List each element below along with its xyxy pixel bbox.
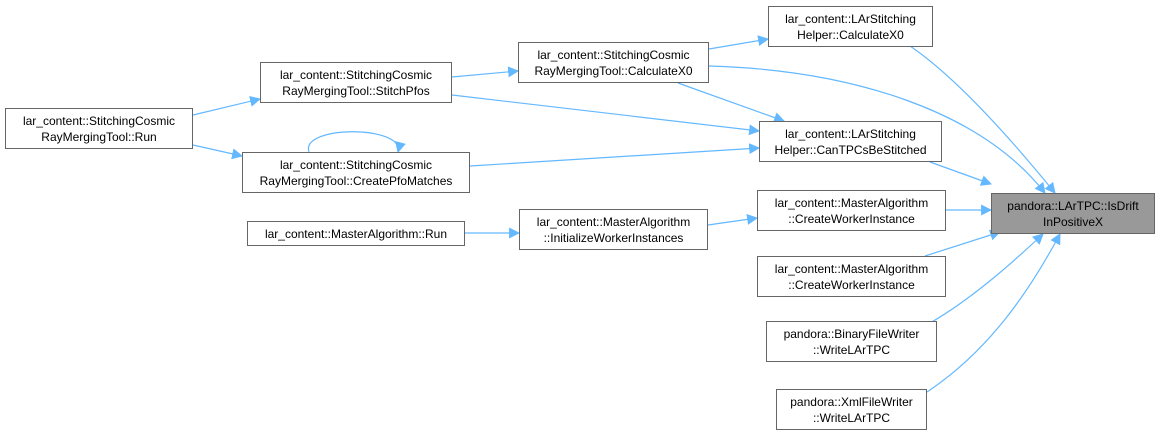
edge-createworker2-to-isdrift xyxy=(924,229,1002,257)
node-label-line-1: lar_content::StitchingCosmic xyxy=(22,113,176,128)
node-label-line-1: lar_content::LArStitching xyxy=(785,11,916,26)
node-masteralgorithm-createworkerinstance-2[interactable]: lar_content::MasterAlgorithm ::CreateWor… xyxy=(757,256,946,297)
node-stitchingcosmicraymergingtool-stitchpfos[interactable]: lar_content::StitchingCosmic RayMergingT… xyxy=(260,62,452,103)
edge-stitchpfos-to-calculatex0-tool xyxy=(451,66,520,78)
node-label-line-1: pandora::XmlFileWriter xyxy=(790,394,913,409)
node-label-line-2: ::WriteLArTPC xyxy=(812,342,891,357)
node-label-line-2: RayMergingTool::CalculateX0 xyxy=(534,63,693,78)
edge-createpfomatches-to-cantpcs xyxy=(469,143,761,167)
node-label-line-2: ::CreateWorkerInstance xyxy=(788,211,915,226)
node-stitchingcosmicraymergingtool-calculatex0[interactable]: lar_content::StitchingCosmic RayMergingT… xyxy=(518,42,709,83)
node-larstitchinghelper-cantpcsbestitched[interactable]: lar_content::LArStitching Helper::CanTPC… xyxy=(759,121,942,162)
node-label-line-2: RayMergingTool::Run xyxy=(41,129,157,144)
node-label-line-1: lar_content::MasterAlgorithm xyxy=(774,195,929,210)
node-label-line-2: ::InitializeWorkerInstances xyxy=(543,230,684,245)
node-xmlfilewriter-writelartpc[interactable]: pandora::XmlFileWriter ::WriteLArTPC xyxy=(776,389,927,430)
edge-calculatex0-tool-to-isdrift xyxy=(708,65,1046,194)
edge-calculatex0-tool-to-cantpcs xyxy=(677,82,786,123)
edge-createpfomatches-self-loop xyxy=(308,131,406,154)
node-label-line-1: lar_content::StitchingCosmic xyxy=(279,67,433,82)
edge-binarywriter-to-isdrift xyxy=(929,233,1044,324)
node-lartpc-isdriftinpositivex[interactable]: pandora::LArTPC::IsDrift InPositiveX xyxy=(991,193,1155,234)
edge-stitchpfos-to-cantpcs xyxy=(451,94,761,136)
node-binaryfilewriter-writelartpc[interactable]: pandora::BinaryFileWriter ::WriteLArTPC xyxy=(766,321,937,362)
node-label-line-1: lar_content::LArStitching xyxy=(785,126,916,141)
edge-cantpcs-to-isdrift xyxy=(929,161,993,186)
edge-toolrun-to-stitchpfos xyxy=(192,95,262,116)
node-label-line-2: ::WriteLArTPC xyxy=(812,410,891,425)
node-label-line-1: pandora::BinaryFileWriter xyxy=(783,326,920,341)
edge-xmlwriter-to-isdrift xyxy=(926,233,1061,393)
node-label-line-1: lar_content::StitchingCosmic xyxy=(537,47,690,62)
edge-calculatex0-tool-to-calculatex0-helper xyxy=(708,35,770,50)
node-label-line-1: pandora::LArTPC::IsDrift xyxy=(1007,198,1139,213)
node-label-line-2: Helper::CalculateX0 xyxy=(797,27,904,42)
node-label-line-1: lar_content::StitchingCosmic xyxy=(279,157,433,172)
node-label-line-2: Helper::CanTPCsBeStitched xyxy=(774,142,927,157)
node-label-line-2: ::CreateWorkerInstance xyxy=(788,277,915,292)
edge-initworkers-to-createworker1 xyxy=(707,213,759,226)
node-label-line-2: RayMergingTool::CreatePfoMatches xyxy=(259,173,453,188)
node-masteralgorithm-createworkerinstance-1[interactable]: lar_content::MasterAlgorithm ::CreateWor… xyxy=(757,190,946,231)
edge-toolrun-to-createpfomatches xyxy=(192,144,244,160)
node-larstitchinghelper-calculatex0[interactable]: lar_content::LArStitching Helper::Calcul… xyxy=(768,6,933,47)
node-label-line-2: InPositiveX xyxy=(1042,214,1104,229)
node-stitchingcosmicraymergingtool-run[interactable]: lar_content::StitchingCosmic RayMergingT… xyxy=(5,108,193,149)
node-label-line-1: lar_content::MasterAlgorithm xyxy=(536,214,691,229)
node-label-line-2: RayMergingTool::StitchPfos xyxy=(282,83,430,98)
node-label-line-1: lar_content::MasterAlgorithm xyxy=(774,261,929,276)
node-masteralgorithm-initializeworkerinstances[interactable]: lar_content::MasterAlgorithm ::Initializ… xyxy=(519,209,708,250)
edge-calculatex0-helper-to-isdrift xyxy=(909,45,1056,194)
node-masteralgorithm-run[interactable]: lar_content::MasterAlgorithm::Run xyxy=(247,221,465,246)
node-stitchingcosmicraymergingtool-createpfomatches[interactable]: lar_content::StitchingCosmic RayMergingT… xyxy=(242,152,470,193)
node-label-line-1: lar_content::MasterAlgorithm::Run xyxy=(264,226,448,241)
